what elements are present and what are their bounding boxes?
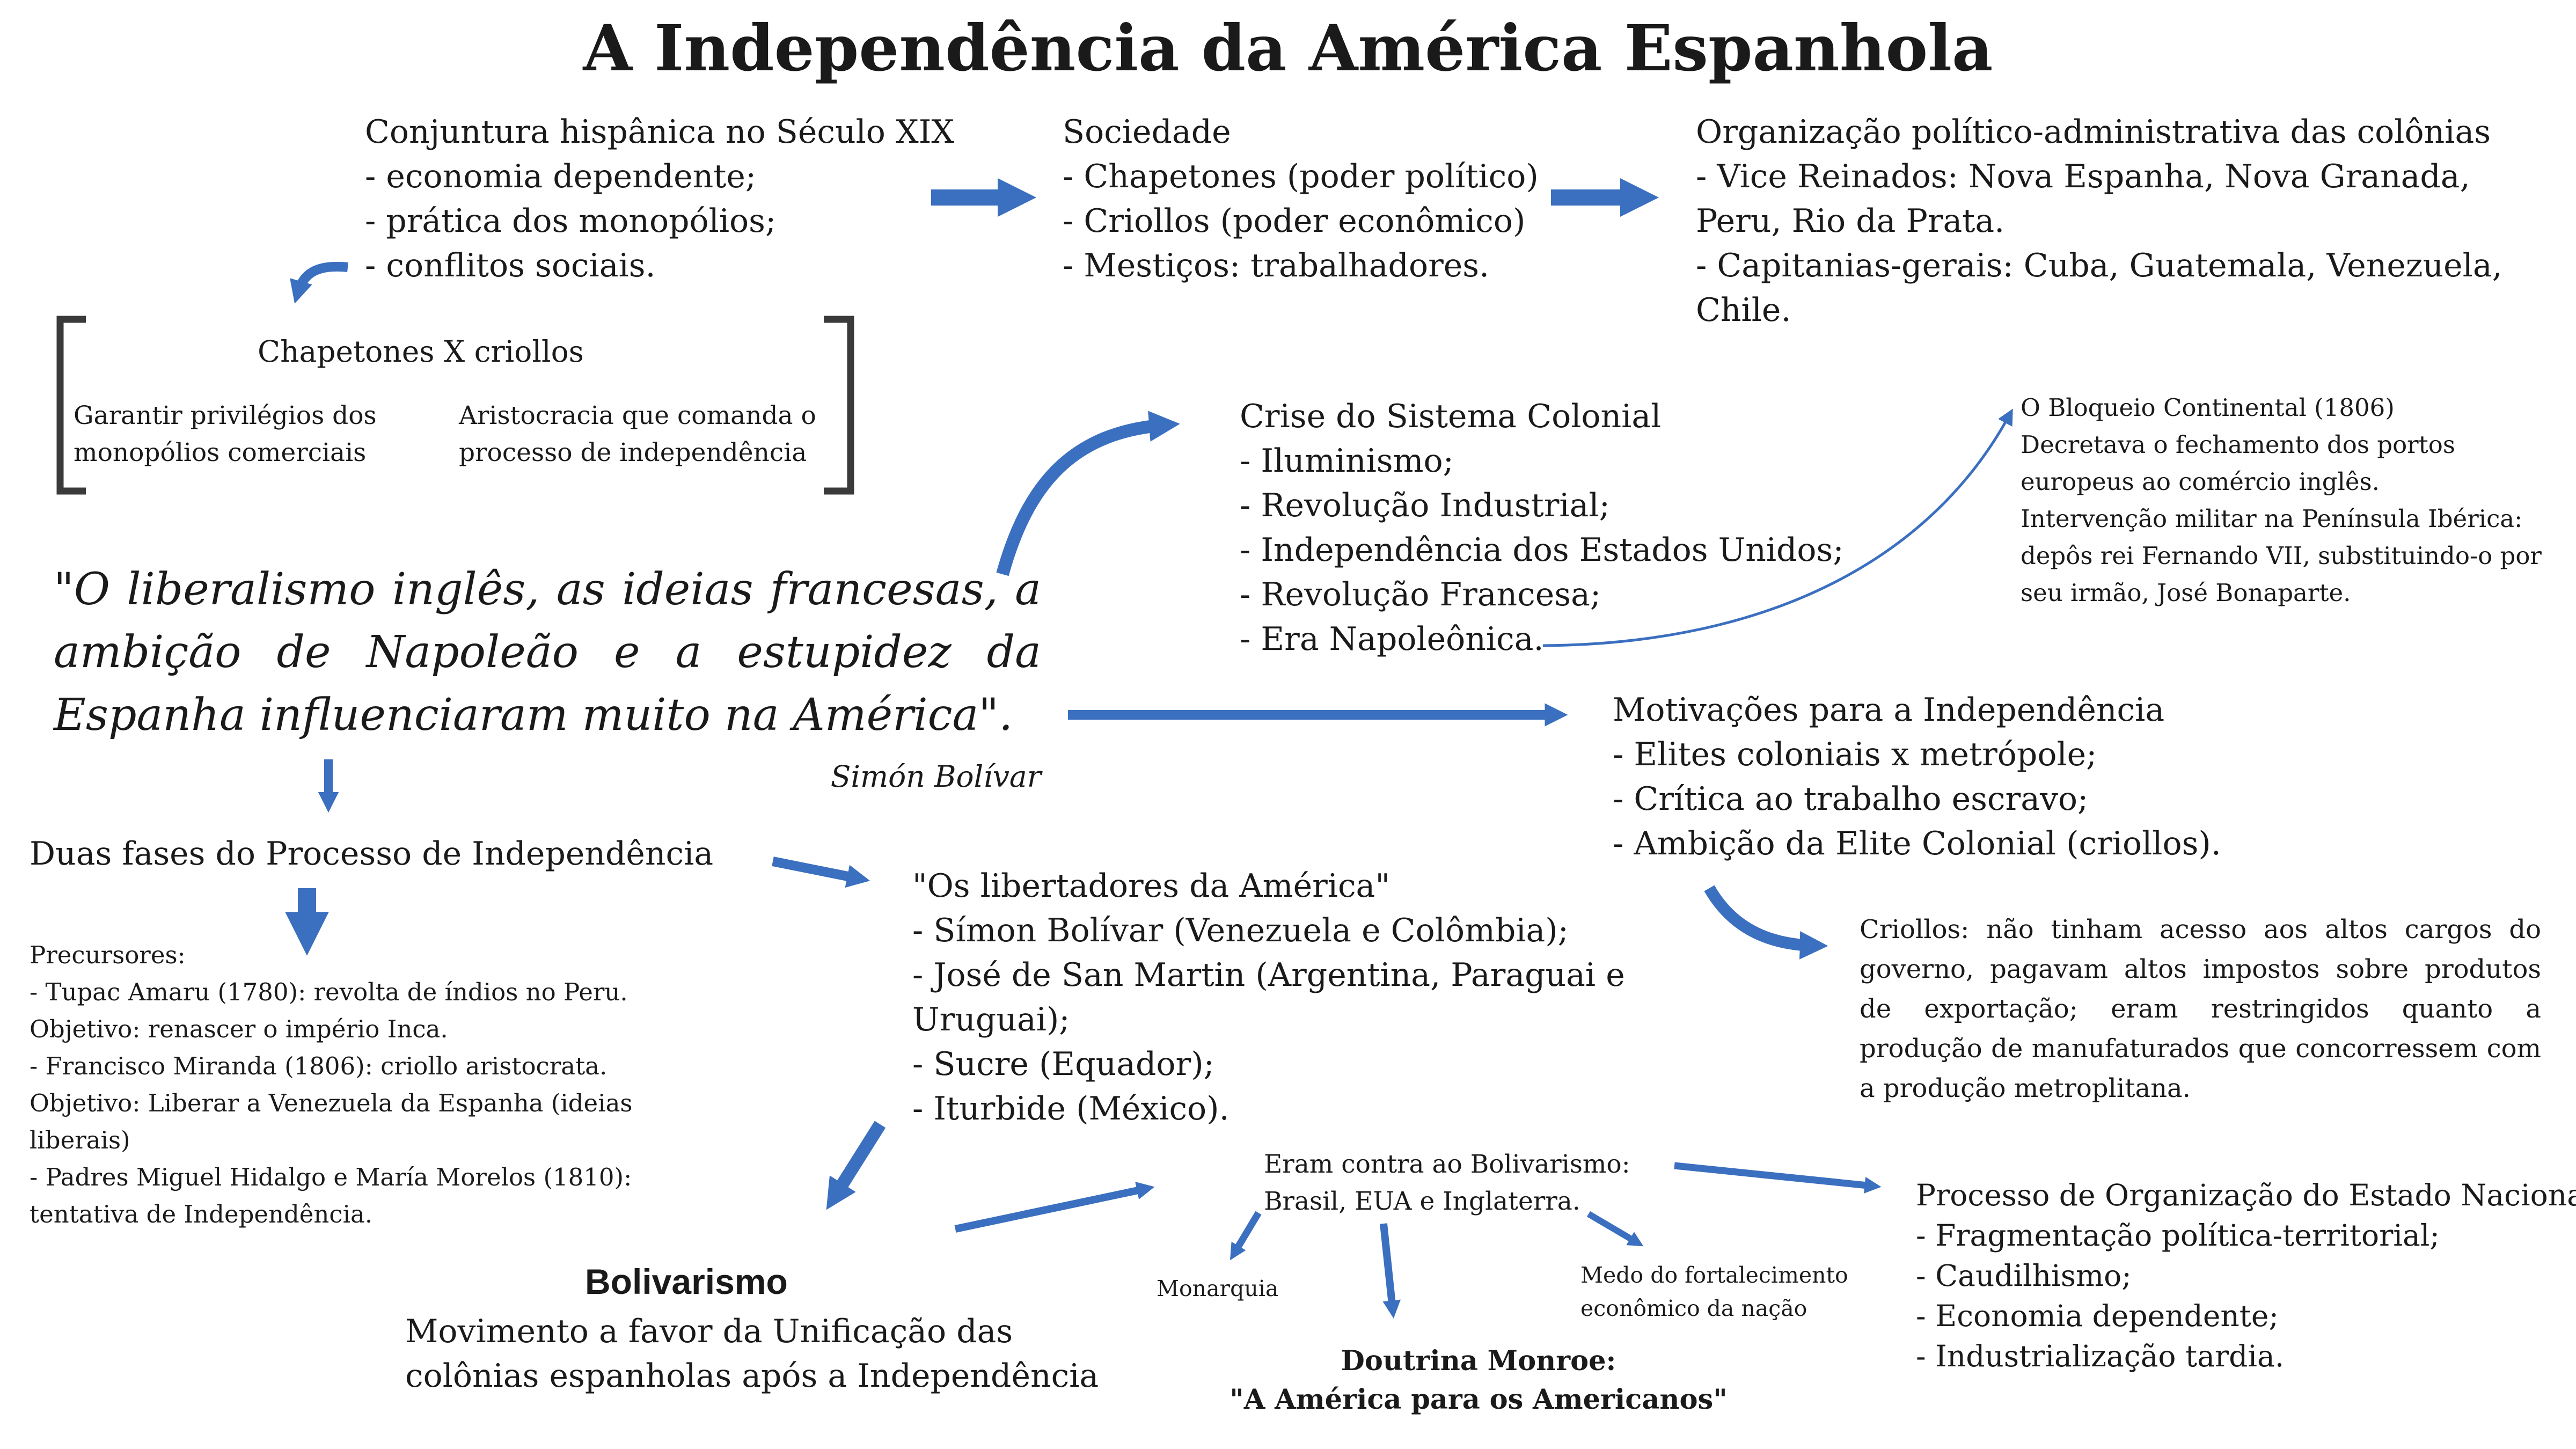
bloqueio-line: Intervenção militar na Península Ibérica… — [2021, 504, 2523, 533]
arrow-crise-to-bloqueio — [1542, 408, 2013, 647]
motivacoes-item: - Ambição da Elite Colonial (criollos). — [1613, 825, 2221, 862]
conjuntura-item: - prática dos monopólios; — [365, 202, 777, 240]
bolivarismo-desc: Movimento a favor da Unificação das colô… — [405, 1309, 1099, 1399]
bolivarismo-line: Movimento a favor da Unificação das — [405, 1313, 1013, 1350]
contra-line: Eram contra ao Bolivarismo: — [1264, 1150, 1630, 1179]
left-bracket — [56, 316, 86, 495]
organizacao-line: Chile. — [1696, 291, 1791, 329]
monroe-heading: Doutrina Monroe: — [1341, 1345, 1616, 1377]
criollos-note: Criollos: não tinham acesso aos altos ca… — [1860, 914, 2541, 1103]
motivacoes-heading: Motivações para a Independência — [1613, 691, 2165, 729]
monroe-block: Doutrina Monroe: "A América para os Amer… — [1210, 1342, 1747, 1419]
precursores-block: Precursores: - Tupac Amaru (1780): revol… — [30, 936, 633, 1233]
bloqueio-line: seu irmão, José Bonaparte. — [2021, 579, 2351, 607]
estado-nacional-item: - Caudilhismo; — [1916, 1258, 2132, 1293]
bolivarismo-heading: Bolivarismo — [585, 1262, 788, 1301]
estado-nacional-item: - Fragmentação política-territorial; — [1916, 1218, 2440, 1253]
medo-block: Medo do fortalecimento econômico da naçã… — [1580, 1258, 1848, 1325]
bloqueio-line: europeus ao comércio inglês. — [2021, 467, 2380, 496]
arrow-bolivarismo-to-contra — [954, 1182, 1155, 1233]
estado-nacional-item: - Industrialização tardia. — [1916, 1339, 2285, 1373]
precursores-line: Precursores: — [30, 941, 186, 969]
motivacoes-item: - Elites coloniais x metrópole; — [1613, 736, 2097, 773]
duas-fases-heading: Duas fases do Processo de Independência — [30, 835, 714, 873]
chapetones-right-text: Aristocracia que comanda o processo de i… — [459, 397, 816, 471]
crise-item: - Iluminismo; — [1240, 442, 1454, 480]
chapetones-left-line: monopólios comerciais — [74, 438, 367, 467]
estado-nacional-item: - Economia dependente; — [1916, 1299, 2279, 1333]
crise-heading: Crise do Sistema Colonial — [1240, 398, 1662, 435]
arrow-motivacoes-to-criollos — [1704, 885, 1828, 960]
libertadores-heading: "Os libertadores da América" — [912, 867, 1390, 905]
precursores-line: liberais) — [30, 1126, 130, 1154]
sociedade-item: - Chapetones (poder político) — [1063, 158, 1539, 195]
precursores-line: - Tupac Amaru (1780): revolta de índios … — [30, 978, 628, 1006]
contra-bolivarismo: Eram contra ao Bolivarismo: Brasil, EUA … — [1264, 1146, 1630, 1220]
bolivar-quote: "O liberalismo inglês, as ideias frances… — [54, 564, 1041, 741]
arrow-contra-to-monarquia — [1230, 1211, 1262, 1261]
right-bracket — [824, 316, 854, 495]
medo-line: econômico da nação — [1580, 1296, 1807, 1321]
estado-nacional-block: Processo de Organização do Estado Nacion… — [1916, 1175, 2576, 1377]
sociedade-item: - Mestiços: trabalhadores. — [1063, 247, 1490, 284]
precursores-line: - Padres Miguel Hidalgo e María Morelos … — [30, 1163, 632, 1191]
sociedade-heading: Sociedade — [1063, 113, 1231, 151]
organizacao-line: - Capitanias-gerais: Cuba, Guatemala, Ve… — [1696, 247, 2502, 284]
crise-block: Crise do Sistema Colonial - Iluminismo; … — [1240, 394, 1844, 662]
quote-author: Simón Bolívar — [830, 759, 1041, 794]
precursores-line: Objetivo: Liberar a Venezuela da Espanha… — [30, 1089, 633, 1117]
arrow-contra-to-medo — [1586, 1211, 1644, 1247]
chapetones-heading: Chapetones X criollos — [258, 334, 584, 369]
motivacoes-item: - Crítica ao trabalho escravo; — [1613, 780, 2089, 818]
libertadores-line: - José de San Martin (Argentina, Paragua… — [912, 956, 1625, 994]
medo-line: Medo do fortalecimento — [1580, 1262, 1848, 1288]
libertadores-line: - Sucre (Equador); — [912, 1045, 1214, 1083]
chapetones-left-line: Garantir privilégios dos — [74, 401, 377, 430]
libertadores-line: - Iturbide (México). — [912, 1090, 1230, 1128]
crise-item: - Revolução Francesa; — [1240, 576, 1601, 613]
bloqueio-line: depôs rei Fernando VII, substituindo-o p… — [2021, 541, 2542, 570]
precursores-line: tentativa de Independência. — [30, 1200, 373, 1228]
crise-item: - Era Napoleônica. — [1240, 620, 1544, 658]
estado-nacional-heading: Processo de Organização do Estado Nacion… — [1916, 1178, 2576, 1212]
conjuntura-item: - conflitos sociais. — [365, 247, 656, 284]
arrow-libertadores-to-bolivarismo — [826, 1121, 886, 1210]
sociedade-item: - Criollos (poder econômico) — [1063, 202, 1526, 240]
libertadores-line: Uruguai); — [912, 1001, 1070, 1038]
motivacoes-block: Motivações para a Independência - Elites… — [1613, 688, 2221, 866]
conjuntura-heading: Conjuntura hispânica no Século XIX — [365, 113, 955, 151]
monroe-subtitle: "A América para os Americanos" — [1230, 1384, 1728, 1416]
bloqueio-line: Decretava o fechamento dos portos — [2021, 430, 2455, 459]
chapetones-right-line: Aristocracia que comanda o — [459, 401, 816, 430]
organizacao-heading: Organização político-administrativa das … — [1696, 113, 2491, 151]
organizacao-line: - Vice Reinados: Nova Espanha, Nova Gran… — [1696, 158, 2470, 195]
precursores-line: - Francisco Miranda (1806): criollo aris… — [30, 1052, 608, 1080]
contra-line: Brasil, EUA e Inglaterra. — [1264, 1187, 1580, 1216]
conjuntura-block: Conjuntura hispânica no Século XIX - eco… — [365, 110, 954, 288]
chapetones-left-text: Garantir privilégios dos monopólios come… — [74, 397, 377, 471]
libertadores-line: - Símon Bolívar (Venezuela e Colômbia); — [912, 912, 1569, 949]
bloqueio-line: O Bloqueio Continental (1806) — [2021, 393, 2395, 422]
arrow-contra-to-monroe — [1380, 1223, 1401, 1319]
libertadores-block: "Os libertadores da América" - Símon Bol… — [912, 864, 1625, 1131]
chapetones-right-line: processo de independência — [459, 438, 807, 467]
page-title: A Independência da América Espanhola — [583, 11, 1993, 85]
bolivarismo-line: colônias espanholas após a Independência — [405, 1357, 1099, 1395]
conjuntura-item: - economia dependente; — [365, 158, 757, 195]
bloqueio-block: O Bloqueio Continental (1806) Decretava … — [2021, 389, 2542, 611]
arrow-duas-fases-to-libertadores — [772, 857, 870, 888]
crise-item: - Revolução Industrial; — [1240, 487, 1610, 524]
arrow-quote-to-crise — [996, 411, 1180, 576]
sociedade-block: Sociedade - Chapetones (poder político) … — [1063, 110, 1539, 288]
arrow-contra-to-estado-nacional — [1674, 1162, 1882, 1194]
organizacao-block: Organização político-administrativa das … — [1696, 110, 2502, 333]
precursores-line: Objetivo: renascer o império Inca. — [30, 1015, 448, 1043]
organizacao-line: Peru, Rio da Prata. — [1696, 202, 2005, 240]
arrow-conjuntura-to-chapetones — [290, 261, 348, 304]
crise-item: - Independência dos Estados Unidos; — [1240, 531, 1844, 569]
monarquia-label: Monarquia — [1157, 1276, 1279, 1301]
